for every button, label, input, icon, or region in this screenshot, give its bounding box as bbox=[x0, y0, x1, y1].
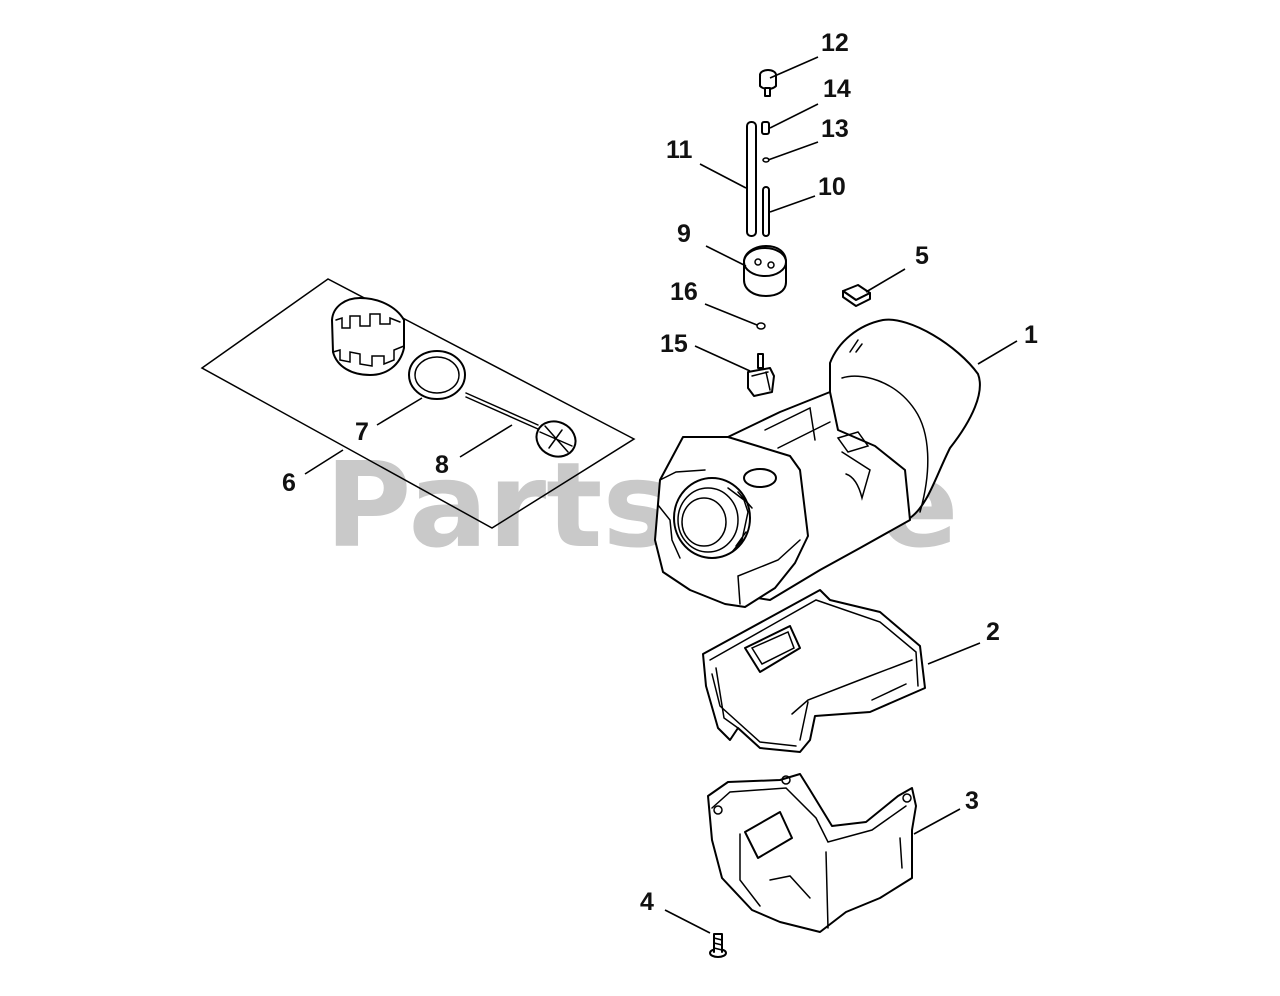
part-11-hose[interactable] bbox=[746, 121, 757, 237]
part-1-fuel-tank[interactable] bbox=[654, 318, 981, 608]
part-5-pad[interactable] bbox=[842, 284, 871, 307]
callout-1[interactable]: 1 bbox=[1024, 321, 1038, 349]
part-6-cap-kit[interactable] bbox=[200, 278, 636, 529]
part-12-vent[interactable] bbox=[759, 69, 777, 97]
part-7-gasket[interactable] bbox=[408, 350, 466, 400]
part-9-grommet[interactable] bbox=[743, 245, 787, 297]
part-3-bottom-cover[interactable] bbox=[707, 773, 917, 933]
callout-3[interactable]: 3 bbox=[965, 787, 979, 815]
callout-4[interactable]: 4 bbox=[640, 888, 654, 916]
callout-13[interactable]: 13 bbox=[821, 115, 849, 143]
callout-2[interactable]: 2 bbox=[986, 618, 1000, 646]
callout-12[interactable]: 12 bbox=[821, 29, 849, 57]
callout-6[interactable]: 6 bbox=[282, 469, 296, 497]
part-15-valve[interactable] bbox=[747, 353, 775, 397]
leader-lines bbox=[304, 56, 1018, 934]
callout-5[interactable]: 5 bbox=[915, 242, 929, 270]
callout-7[interactable]: 7 bbox=[355, 418, 369, 446]
part-8-strainer[interactable] bbox=[465, 392, 581, 463]
callout-11[interactable]: 11 bbox=[666, 136, 693, 164]
callout-labels: 12 14 13 11 10 9 5 16 1 15 7 8 6 2 3 4 bbox=[282, 29, 1038, 916]
callout-16[interactable]: 16 bbox=[670, 278, 698, 306]
callout-15[interactable]: 15 bbox=[660, 330, 688, 358]
part-10-hose[interactable] bbox=[762, 186, 770, 237]
callout-9[interactable]: 9 bbox=[677, 220, 691, 248]
callout-10[interactable]: 10 bbox=[818, 173, 846, 201]
callout-8[interactable]: 8 bbox=[435, 451, 449, 479]
part-14-joint[interactable] bbox=[761, 121, 770, 135]
part-2-shroud[interactable] bbox=[702, 589, 926, 753]
part-16-o-ring[interactable] bbox=[756, 322, 766, 330]
part-4-screw[interactable] bbox=[709, 933, 727, 958]
callout-14[interactable]: 14 bbox=[823, 75, 851, 103]
